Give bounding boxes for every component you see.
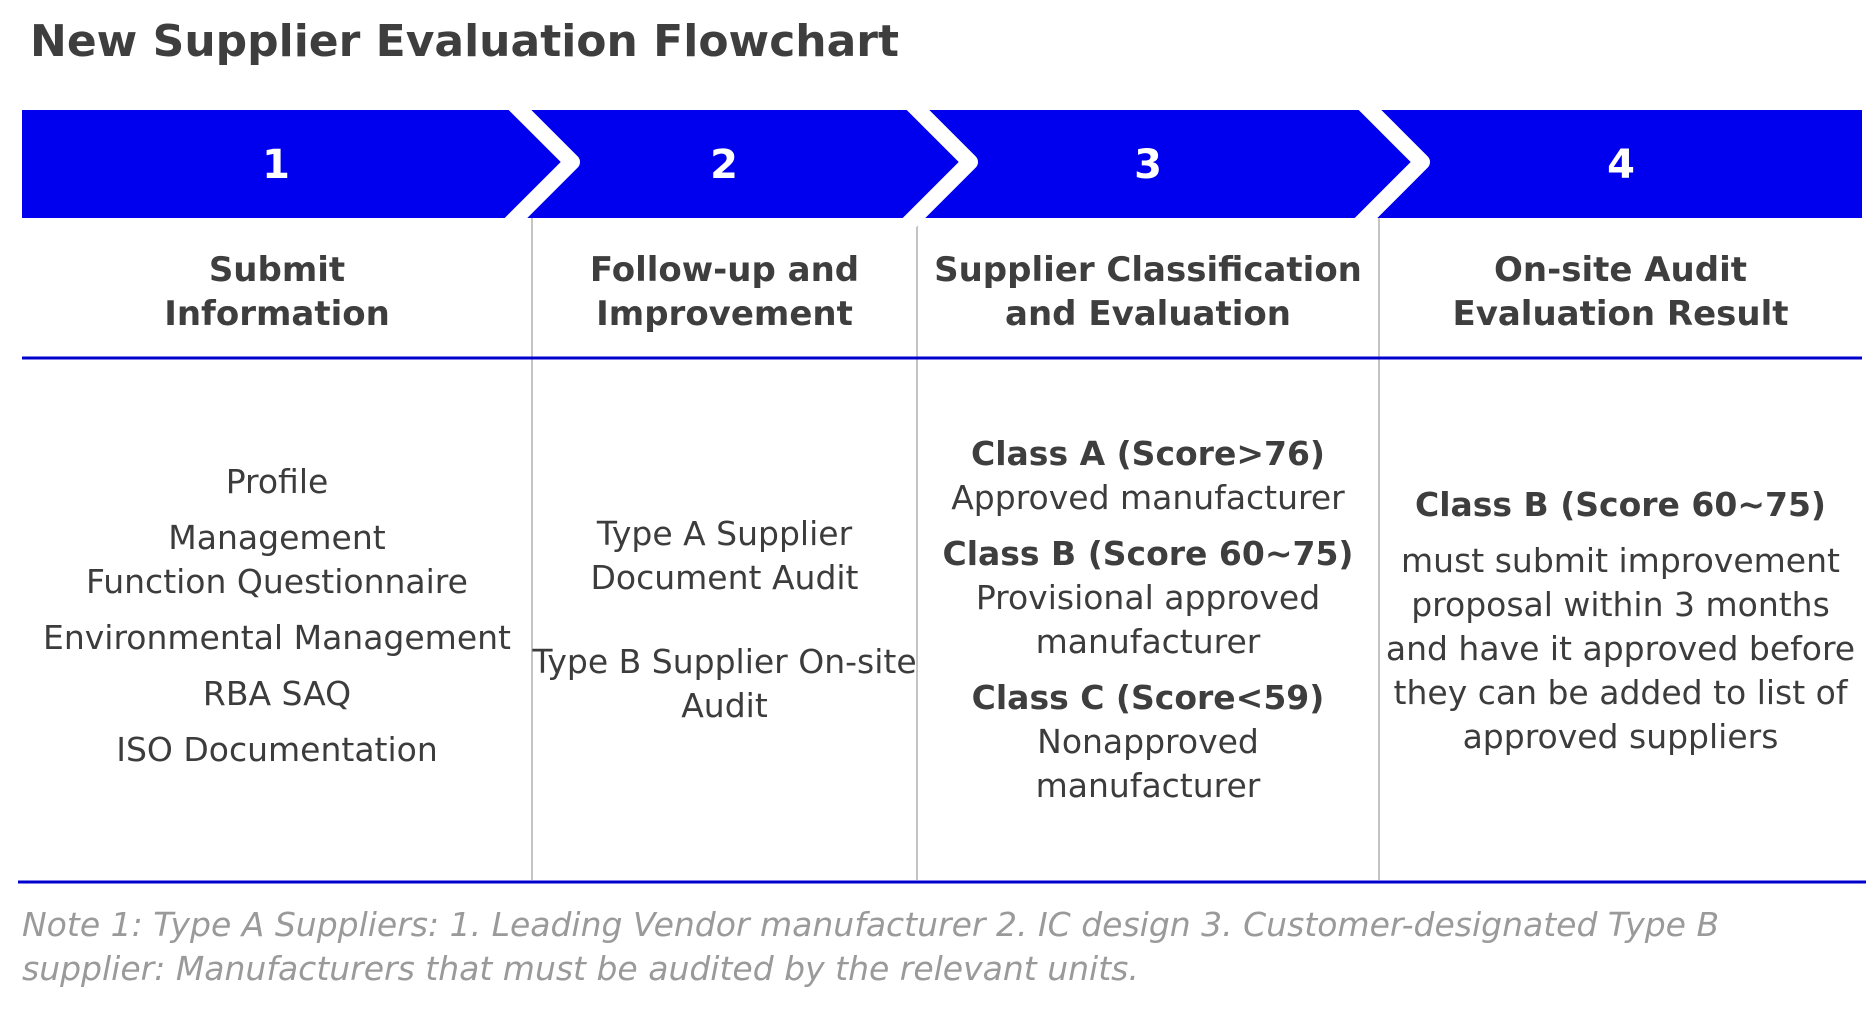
step-4-heading: On-site Audit Evaluation Result: [1452, 250, 1789, 334]
chevron-arrow-3: [1352, 92, 1430, 232]
step-2-items: Type A Supplier Document Audit Type B Su…: [532, 512, 917, 728]
process-band: [18, 92, 1866, 884]
class-b-desc: Provisional approved manufacturer: [975, 578, 1321, 661]
step-4-result: Class B (Score 60~75) must submit improv…: [1379, 483, 1862, 759]
step-number-4: 4: [1607, 142, 1635, 188]
list-item: RBA SAQ: [202, 674, 352, 713]
step-1-heading: Submit Information: [164, 250, 390, 334]
result-class-label: Class B (Score 60~75): [1414, 485, 1827, 524]
chevron-arrow-2: [900, 92, 978, 232]
step-3-heading: Supplier Classification and Evaluation: [934, 250, 1362, 334]
step-number-1: 1: [262, 142, 290, 188]
chevron-arrow-1: [502, 92, 580, 232]
list-item: Type A Supplier Document Audit: [590, 514, 859, 597]
footnote: Note 1: Type A Suppliers: 1. Leading Ven…: [22, 905, 1720, 988]
class-a-label: Class A (Score>76): [971, 434, 1325, 473]
step-number-3: 3: [1134, 142, 1162, 188]
result-description: must submit improvement proposal within …: [1385, 541, 1856, 756]
list-item: Profile: [225, 462, 329, 501]
step-3-classes: Class A (Score>76) Approved manufacturer…: [917, 432, 1379, 808]
list-item: ISO Documentation: [116, 730, 438, 769]
step-number-2: 2: [710, 142, 738, 188]
class-b-label: Class B (Score 60~75): [942, 534, 1354, 573]
list-item: Environmental Management: [43, 618, 511, 657]
list-item: Type B Supplier On-site Audit: [532, 642, 917, 725]
step-2-heading: Follow-up and Improvement: [589, 250, 860, 334]
class-a-desc: Approved manufacturer: [951, 478, 1345, 517]
list-item: Management Function Questionnaire: [86, 518, 468, 601]
page-title: New Supplier Evaluation Flowchart: [30, 16, 900, 67]
class-c-desc: Nonapproved manufacturer: [1035, 722, 1261, 805]
step-1-items: Profile Management Function Questionnair…: [22, 460, 532, 772]
class-c-label: Class C (Score<59): [971, 678, 1325, 717]
